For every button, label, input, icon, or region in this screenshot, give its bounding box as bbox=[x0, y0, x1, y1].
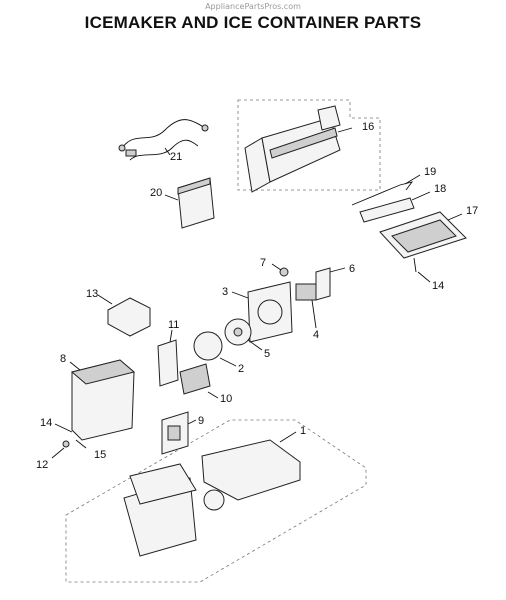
callout-14-upper: 14 bbox=[432, 280, 444, 292]
callout-6: 6 bbox=[349, 263, 355, 275]
part-auger-motor bbox=[179, 363, 219, 399]
icemaker-assembly-boundary bbox=[237, 99, 381, 191]
part-wire-harness bbox=[118, 119, 209, 161]
callout-15: 15 bbox=[94, 449, 106, 461]
part-icemaker-cover bbox=[164, 177, 215, 229]
part-bracket bbox=[351, 174, 421, 206]
part-icemaker bbox=[244, 105, 353, 193]
part-grommet bbox=[75, 439, 87, 449]
ice-container-assembly-boundary bbox=[65, 419, 367, 583]
callout-17: 17 bbox=[466, 205, 478, 217]
part-ice-maker-housing bbox=[69, 359, 136, 441]
callout-5: 5 bbox=[264, 348, 270, 360]
callout-21: 21 bbox=[170, 151, 182, 163]
callout-14-lower: 14 bbox=[40, 417, 52, 429]
callout-7: 7 bbox=[260, 257, 266, 269]
part-fan-blade bbox=[224, 318, 263, 351]
part-control-board bbox=[157, 329, 179, 387]
part-clip bbox=[97, 294, 151, 337]
watermark: AppliancePartsPros.com bbox=[205, 2, 301, 11]
callout-18: 18 bbox=[434, 183, 446, 195]
callout-9: 9 bbox=[198, 415, 204, 427]
callout-19: 19 bbox=[424, 166, 436, 178]
callout-20: 20 bbox=[150, 187, 162, 199]
part-fan-motor bbox=[295, 283, 317, 329]
part-door-switch bbox=[161, 411, 197, 455]
callout-2: 2 bbox=[238, 363, 244, 375]
callout-12: 12 bbox=[36, 459, 48, 471]
part-motor-bracket bbox=[315, 267, 346, 301]
callout-8: 8 bbox=[60, 353, 66, 365]
part-ice-mold bbox=[379, 211, 467, 259]
part-fan-motor-screw bbox=[271, 263, 289, 277]
diagram-title: ICEMAKER AND ICE CONTAINER PARTS bbox=[84, 13, 422, 32]
part-screw-lower bbox=[54, 423, 73, 433]
callout-11: 11 bbox=[168, 319, 179, 331]
part-fastener bbox=[51, 440, 70, 459]
callout-4: 4 bbox=[313, 329, 319, 341]
part-fan-shroud bbox=[193, 331, 237, 367]
callout-10: 10 bbox=[220, 393, 232, 405]
callout-1: 1 bbox=[300, 425, 306, 437]
callout-16: 16 bbox=[362, 121, 374, 133]
part-shield bbox=[359, 191, 431, 223]
part-ice-container bbox=[123, 431, 301, 557]
callout-3: 3 bbox=[222, 286, 228, 298]
part-screw-upper bbox=[413, 257, 431, 283]
callout-13: 13 bbox=[86, 288, 98, 300]
